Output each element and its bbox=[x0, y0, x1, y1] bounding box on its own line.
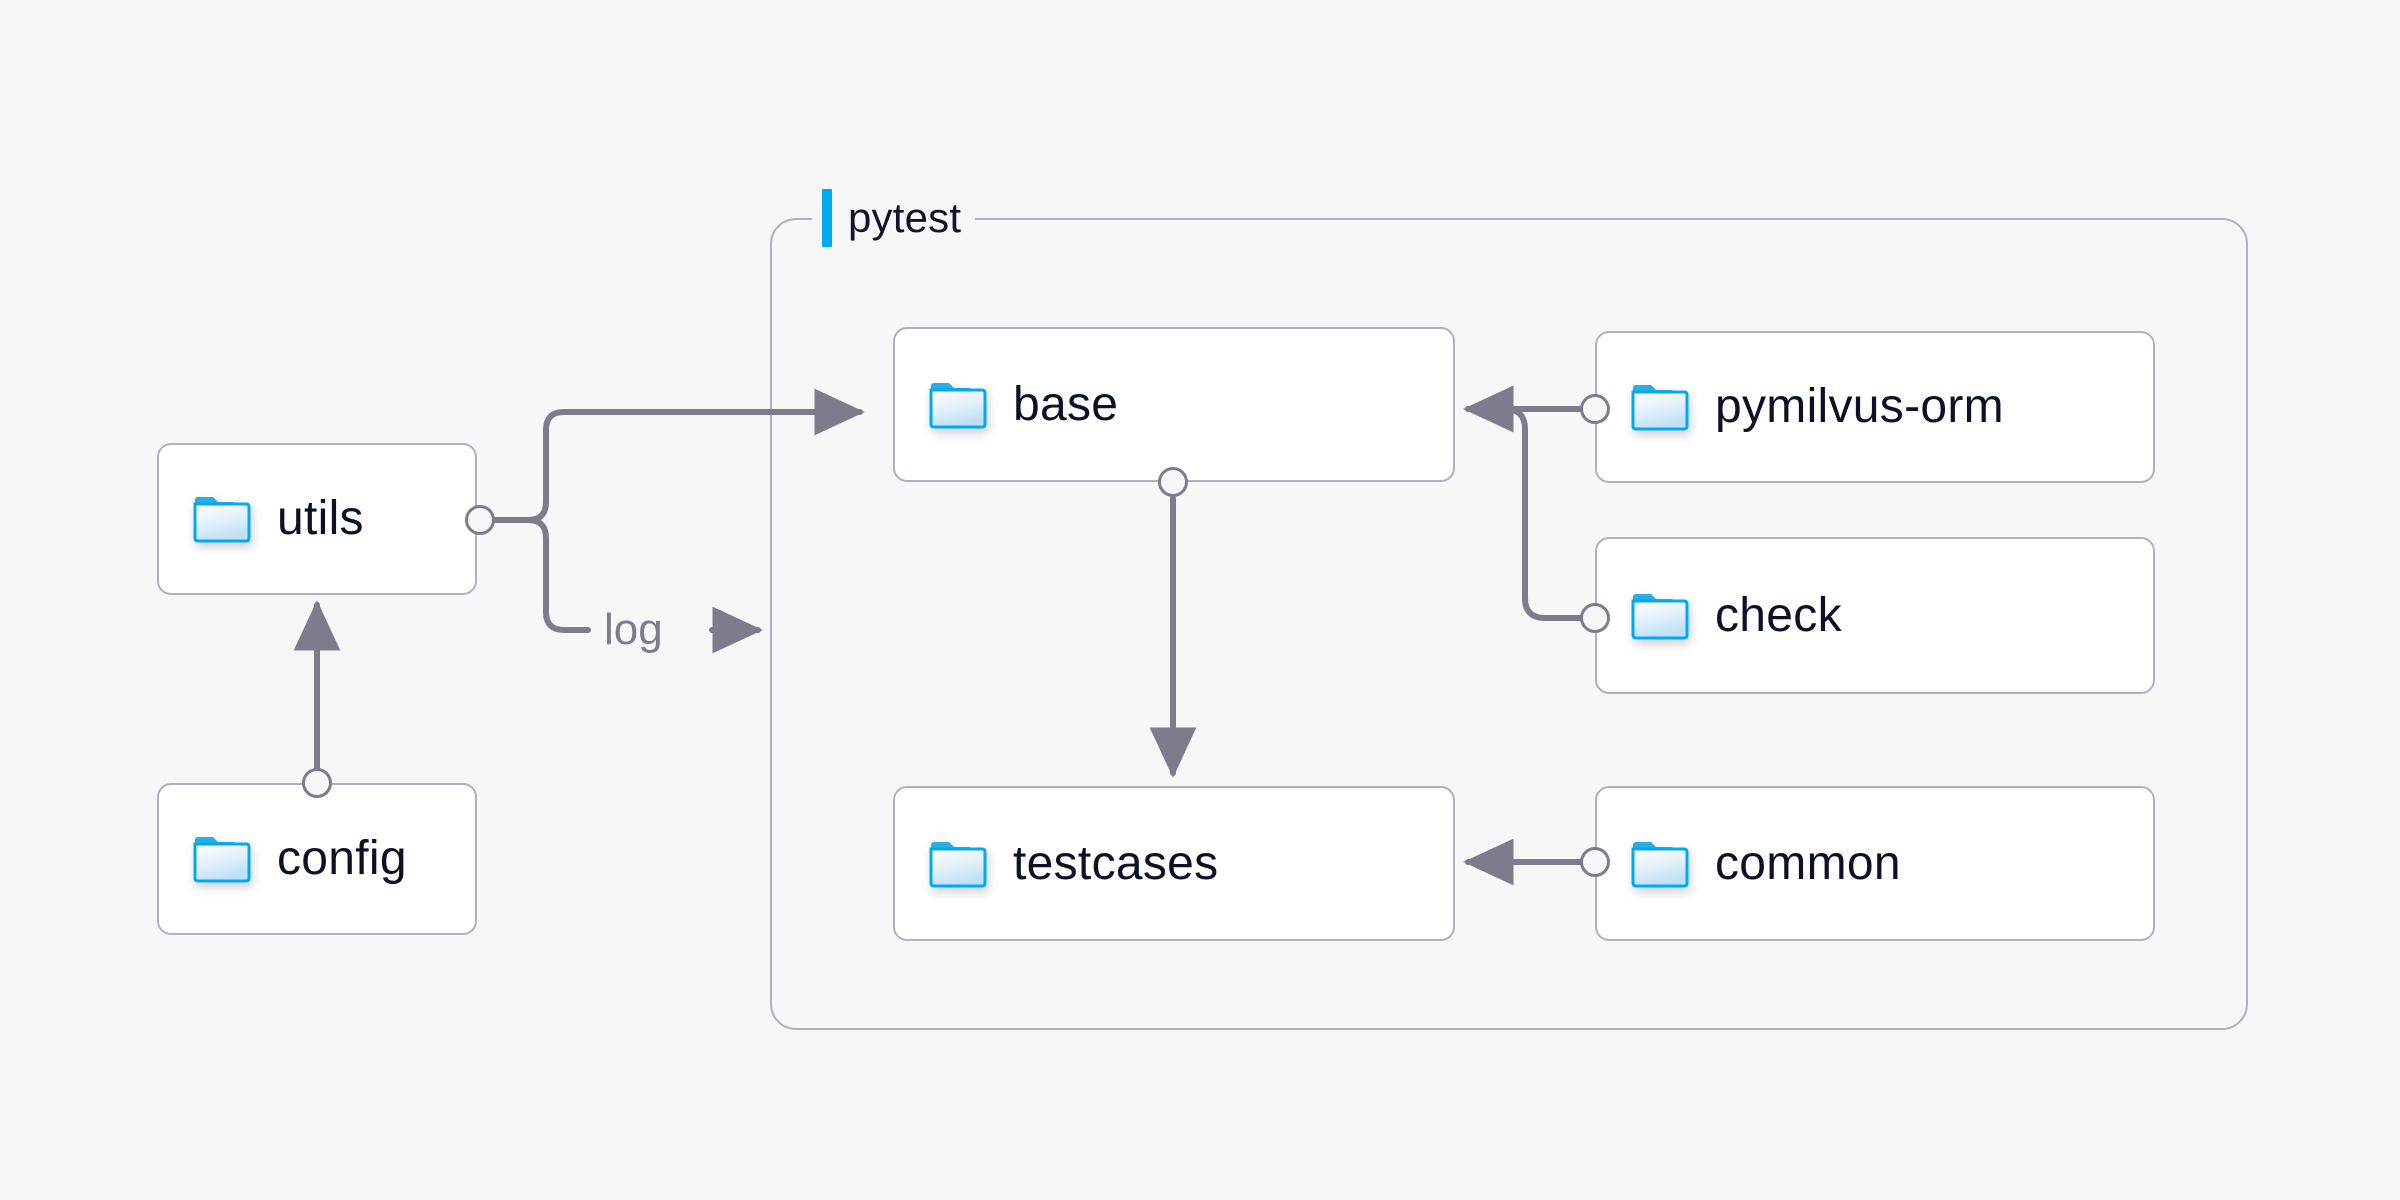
folder-icon bbox=[929, 840, 987, 888]
node-label: utils bbox=[277, 492, 364, 545]
group-container-pytest[interactable] bbox=[770, 218, 2248, 1030]
port-pymilvus-orm-left[interactable] bbox=[1580, 394, 1610, 424]
group-label-text: pytest bbox=[848, 194, 962, 241]
node-testcases[interactable]: testcases bbox=[893, 786, 1455, 941]
node-label: pymilvus-orm bbox=[1715, 380, 2004, 433]
node-common[interactable]: common bbox=[1595, 786, 2155, 941]
node-label: common bbox=[1715, 836, 1901, 890]
node-utils[interactable]: utils bbox=[157, 443, 477, 595]
group-label-pytest: pytest bbox=[812, 188, 976, 248]
port-check-left[interactable] bbox=[1580, 603, 1610, 633]
folder-icon bbox=[929, 381, 987, 429]
folder-icon bbox=[1631, 383, 1689, 431]
node-label: testcases bbox=[1013, 836, 1219, 890]
node-label: base bbox=[1013, 377, 1119, 431]
node-pymilvus-orm[interactable]: pymilvus-orm bbox=[1595, 331, 2155, 483]
node-base[interactable]: base bbox=[893, 327, 1455, 482]
port-common-left[interactable] bbox=[1580, 847, 1610, 877]
port-base-bottom[interactable] bbox=[1158, 467, 1188, 497]
folder-icon bbox=[1631, 592, 1689, 640]
node-config[interactable]: config bbox=[157, 783, 477, 935]
folder-icon bbox=[193, 495, 251, 543]
port-config-top[interactable] bbox=[302, 768, 332, 798]
folder-icon bbox=[1631, 840, 1689, 888]
edge-label-log: log bbox=[604, 605, 663, 654]
node-check[interactable]: check bbox=[1595, 537, 2155, 694]
group-accent-bar bbox=[822, 189, 832, 247]
node-label: config bbox=[277, 832, 407, 885]
node-label: check bbox=[1715, 588, 1842, 642]
port-utils-right[interactable] bbox=[465, 505, 495, 535]
folder-icon bbox=[193, 835, 251, 883]
